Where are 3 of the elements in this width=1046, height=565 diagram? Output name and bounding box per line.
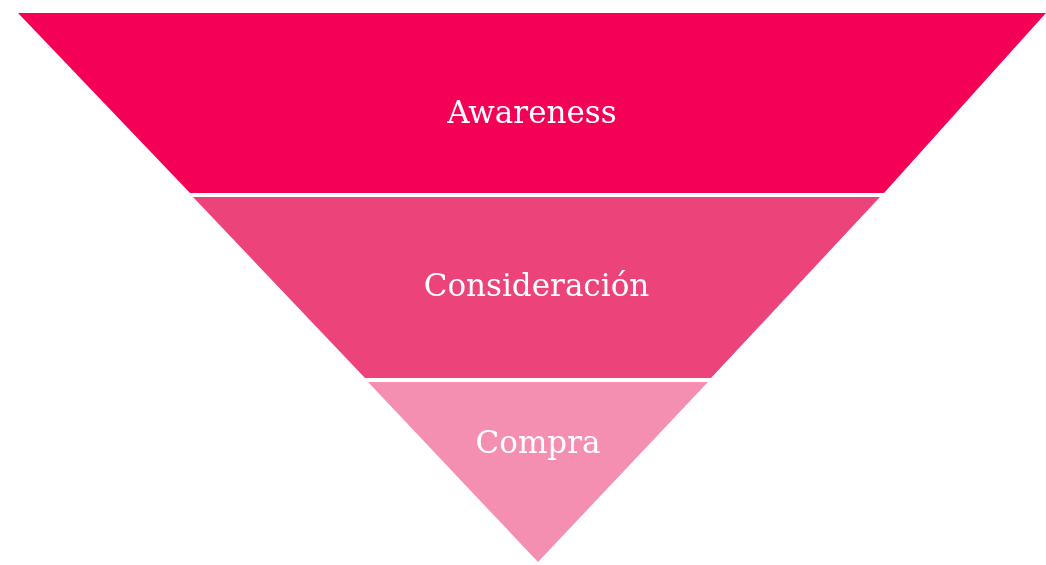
stage-label: Consideración [423,266,650,305]
stage-label: Compra [475,423,601,462]
stage-label: Awareness [447,93,617,132]
